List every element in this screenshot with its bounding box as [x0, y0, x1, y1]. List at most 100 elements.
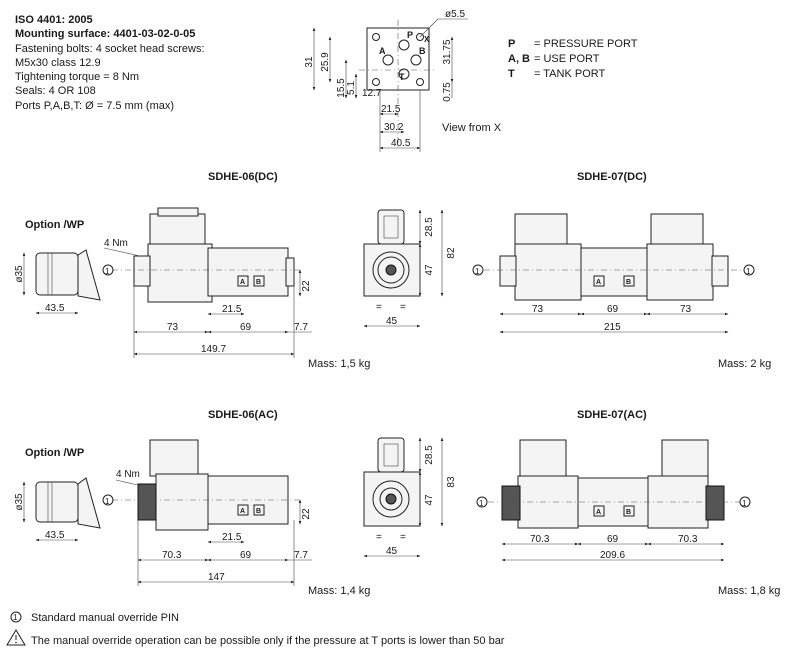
mass-sdhe-07-ac: Mass: 1,8 kg [718, 585, 780, 597]
port-label-a: A [379, 46, 386, 56]
override-nut [133, 255, 151, 287]
option-wp-dc: Option /WP ø35 43.5 [14, 219, 101, 315]
legend-val-t: = TANK PORT [534, 68, 605, 80]
dim-hole-diameter: ø5.5 [445, 9, 465, 20]
note-override-warning: The manual override operation can be pos… [31, 635, 505, 647]
dim-5-1: 5.1 [346, 81, 357, 95]
spec-block: ISO 4401: 2005 Mounting surface: 4401-03… [15, 14, 205, 112]
dim-21-5: 21.5 [222, 304, 242, 315]
port-b-hole [410, 54, 422, 66]
sdhe-dc-front: 28.5 47 82 = = 45 [363, 209, 457, 328]
svg-text:47: 47 [424, 494, 435, 506]
dim-28-5: 28.5 [424, 217, 435, 237]
svg-text:7.7: 7.7 [294, 550, 308, 561]
valve-body [207, 247, 289, 297]
sdhe-06-ac-side: A B 1 4 Nm 22 21.5 70.3 69 7.7 147 [102, 439, 312, 586]
sdhe-07-dc-side: A B 1 1 73 69 73 215 [472, 213, 755, 334]
svg-text:1: 1 [13, 613, 18, 622]
port-label-p: P [407, 30, 413, 40]
legend-val-ab: = USE PORT [534, 53, 600, 65]
dim-0-75: 0.75 [442, 82, 453, 102]
dim-149-7: 149.7 [201, 344, 226, 355]
svg-text:43.5: 43.5 [45, 530, 65, 541]
spec-standard: ISO 4401: 2005 [15, 14, 93, 26]
title-sdhe-07-dc: SDHE-07(DC) [577, 171, 647, 183]
svg-text:70.3: 70.3 [162, 550, 182, 561]
port-legend: P = PRESSURE PORT A, B = USE PORT T = TA… [508, 38, 638, 80]
torque-label: 4 Nm [104, 238, 128, 249]
dim-69: 69 [240, 322, 252, 333]
option-wp-ac: Option /WP ø35 43.5 [14, 447, 101, 542]
svg-text:73: 73 [532, 304, 544, 315]
sdhe-07-ac-side: A B 1 1 70.3 69 70.3 209.6 [476, 439, 751, 562]
svg-text:69: 69 [240, 550, 252, 561]
dim-15-5: 15.5 [336, 78, 347, 98]
warning-icon [6, 629, 26, 646]
svg-text:B: B [626, 509, 631, 516]
solenoid-coil [147, 243, 213, 303]
option-wp-label: Option /WP [25, 447, 84, 459]
svg-text:4 Nm: 4 Nm [116, 469, 140, 480]
dim-21-5: 21.5 [381, 104, 401, 115]
bolt-hole [372, 33, 380, 41]
dim-73: 73 [167, 322, 179, 333]
svg-text:73: 73 [680, 304, 692, 315]
dim-22: 22 [301, 280, 312, 292]
svg-text:1: 1 [746, 267, 751, 276]
dim-30-2: 30.2 [384, 122, 404, 133]
spec-fastening: Fastening bolts: 4 socket head screws: [15, 43, 205, 55]
legend-key-p: P [508, 38, 515, 50]
notes: 1 Standard manual override PIN The manua… [6, 611, 505, 647]
dim-82: 82 [446, 247, 457, 259]
note-override-pin: Standard manual override PIN [31, 612, 179, 624]
port-b-mark: B [256, 279, 261, 286]
svg-text:B: B [626, 279, 631, 286]
title-sdhe-06-dc: SDHE-06(DC) [208, 171, 278, 183]
svg-text:1: 1 [105, 497, 110, 506]
port-label-b: B [419, 46, 426, 56]
dim-12-7: 12.7 [362, 88, 382, 99]
override-marker [102, 264, 114, 276]
svg-text:A: A [596, 509, 601, 516]
svg-text:ø35: ø35 [14, 493, 25, 511]
mass-sdhe-06-dc: Mass: 1,5 kg [308, 358, 370, 370]
bolt-hole [372, 78, 380, 86]
svg-text:69: 69 [607, 304, 619, 315]
title-sdhe-06-ac: SDHE-06(AC) [208, 409, 278, 421]
leader-hole-dia [419, 18, 439, 38]
mounting-surface-drawing: P A B T X ø5.5 31 25.9 15.5 5.1 12.7 31.… [304, 9, 502, 152]
dim-40-5: 40.5 [391, 138, 411, 149]
legend-val-p: = PRESSURE PORT [534, 38, 638, 50]
override-knob [137, 483, 157, 521]
spec-mounting-surface: Mounting surface: 4401-03-02-0-05 [15, 28, 195, 40]
port-label-t: T [399, 72, 405, 82]
svg-text:A: A [596, 279, 601, 286]
port-a-hole [382, 54, 394, 66]
dim-45: 45 [386, 316, 398, 327]
spec-ports: Ports P,A,B,T: Ø = 7.5 mm (max) [15, 100, 174, 112]
spec-seals: Seals: 4 OR 108 [15, 85, 96, 97]
svg-text:69: 69 [607, 534, 619, 545]
bolt-hole [416, 78, 424, 86]
svg-text:28.5: 28.5 [424, 445, 435, 465]
view-from-x-label: View from X [442, 122, 502, 134]
svg-text:=: = [400, 532, 406, 543]
connector-front [377, 209, 405, 245]
svg-text:70.3: 70.3 [678, 534, 698, 545]
svg-text:=: = [400, 302, 406, 313]
port-a-mark: A [240, 279, 245, 286]
dim-215: 215 [604, 322, 621, 333]
svg-text:1: 1 [479, 499, 484, 508]
legend-key-t: T [508, 68, 515, 80]
dim-43-5: 43.5 [45, 303, 65, 314]
sdhe-06-dc-side: A B 1 4 Nm 22 21.5 73 69 7.7 149.7 [102, 207, 312, 358]
mass-sdhe-07-dc: Mass: 2 kg [718, 358, 771, 370]
title-sdhe-07-ac: SDHE-07(AC) [577, 409, 647, 421]
dim-31-75: 31.75 [442, 39, 453, 64]
svg-text:1: 1 [105, 267, 110, 276]
port-t-hole [398, 68, 410, 80]
wp-cap [35, 252, 79, 296]
dim-209-6: 209.6 [600, 550, 625, 561]
port-p-hole [398, 39, 410, 51]
